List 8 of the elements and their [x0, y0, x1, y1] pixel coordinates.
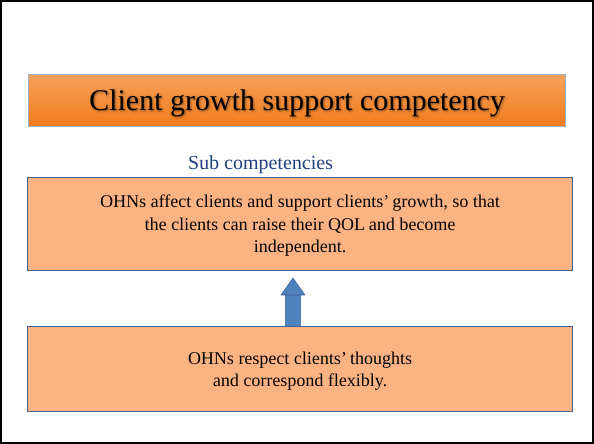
- text-box: [27, 177, 573, 271]
- text-box: [27, 326, 573, 412]
- subheading: Sub competencies: [188, 152, 333, 175]
- box-text: OHNs respect clients’ thoughts and correspond flexibly.: [186, 346, 414, 392]
- block-arrow: [280, 278, 306, 326]
- title-text: Client growth support competency: [89, 82, 505, 119]
- box-text: OHNs affect clients and support clients’ growth, so that the clients can raise their QOL and become independent.: [100, 190, 500, 258]
- title-box: [28, 74, 566, 127]
